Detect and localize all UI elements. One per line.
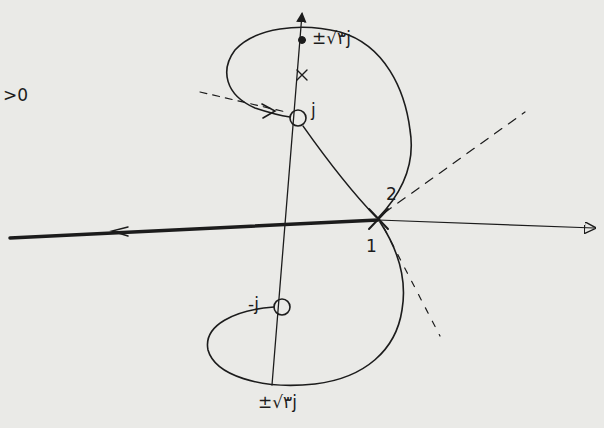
axis-label: ±√۳j [312,30,351,47]
locus-arrow [262,104,275,118]
locus-branch [207,222,403,385]
locus-arrow [112,227,128,236]
real-axis [378,220,594,228]
axis-label: j [311,102,316,119]
axis-label: -j [248,296,259,313]
locus-branch [303,126,376,217]
locus-branch [227,27,411,218]
asymptote [384,228,440,336]
axis-label: ±√۳j [258,394,297,411]
zero-symbol [290,110,306,126]
zero-symbol [274,299,290,315]
asymptote [200,92,286,112]
pole-symbol [369,209,388,229]
axis-label: 2 [386,186,397,203]
asymptote [384,112,525,213]
axis-label: 1 [366,238,377,255]
axis-mark [297,70,307,80]
crossing-point [299,37,306,44]
axis-label: >0 [3,87,28,104]
real-axis-locus [10,220,378,238]
